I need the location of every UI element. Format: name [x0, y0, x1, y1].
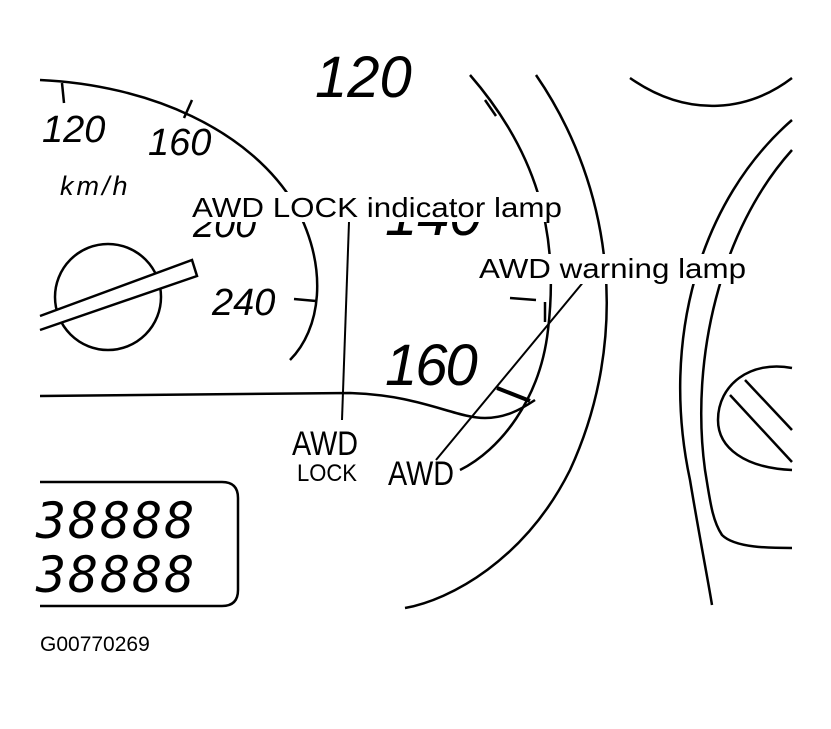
center-tick-upper [483, 99, 498, 117]
center-label-120: 120 [315, 45, 412, 110]
odometer-row-2: 38888 [35, 546, 197, 604]
speedometer-needle [39, 258, 199, 332]
right-rim-outer [678, 119, 793, 606]
speed-unit-label: km/h [60, 171, 131, 201]
right-rim-inner [699, 149, 793, 550]
callout-bg-lock [190, 192, 565, 222]
right-knob [716, 365, 793, 472]
center-gauge [404, 74, 608, 610]
leader-awd-warning [435, 279, 586, 461]
right-top-arc [629, 76, 793, 107]
center-tick-160 [496, 386, 531, 403]
tick-160 [182, 99, 194, 119]
odometer-frame [40, 480, 240, 608]
leader-awd-lock [341, 221, 350, 421]
awd-warning-lamp-awd: AWD [388, 455, 454, 493]
callout-bg-warning [476, 254, 748, 284]
needle-hub [53, 242, 163, 352]
speed-label-160: 160 [148, 122, 211, 164]
callout-awd-warning-lamp: AWD warning lamp [479, 253, 746, 284]
center-gauge-outer-arc [459, 74, 553, 472]
tick-240 [293, 297, 317, 303]
figure-code: G00770269 [40, 633, 150, 656]
cluster-contour [39, 391, 536, 420]
center-label-160: 160 [385, 333, 478, 398]
center-gauge-inner-arc [404, 74, 608, 610]
speed-label-120: 120 [42, 109, 105, 151]
right-knob-slot-b [744, 379, 793, 431]
right-knob-slot-a [729, 394, 793, 463]
right-gauge [629, 76, 793, 606]
awd-lock-lamp-lock: LOCK [297, 460, 357, 487]
center-tick-side [509, 296, 537, 302]
speed-label-240: 240 [211, 282, 275, 324]
awd-lock-lamp-awd: AWD [292, 425, 358, 463]
callout-awd-lock-indicator-lamp: AWD LOCK indicator lamp [192, 192, 562, 223]
tick-120 [60, 82, 66, 104]
odometer-row-1: 38888 [35, 492, 197, 550]
